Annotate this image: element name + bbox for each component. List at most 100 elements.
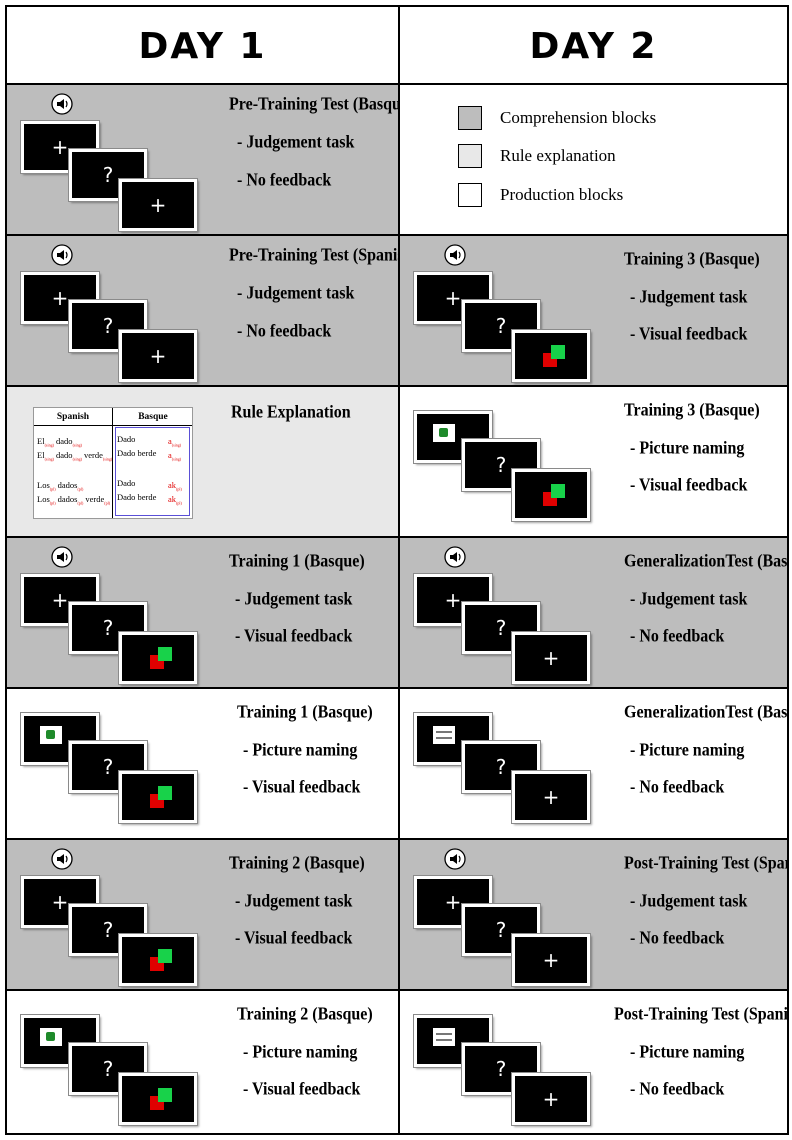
question-screen: ? [69,741,147,793]
spanish-row-3: Los(pl) dados(pl) [37,480,84,492]
fixation-screen: + [512,934,590,986]
task-label: - Picture naming [243,741,358,761]
speaker-icon [51,244,73,266]
legend-swatch [458,183,482,207]
picture-stimulus [433,424,455,442]
legend-label: Rule explanation [500,146,616,165]
fixation-cross: + [51,135,69,159]
fixation-cross: + [444,588,462,612]
panel-title: Pre-Training Test (Basque) [229,95,398,115]
bench-icon [436,1033,452,1041]
fixation-cross: + [149,344,167,368]
fixation-cross: + [51,890,69,914]
col-spanish: Spanish [56,411,90,422]
legend-label: Comprehension blocks [500,108,657,127]
question-mark: ? [102,1057,114,1081]
day1-panel-rule-explanation: Spanish Basque El(sing) dado(sing) El(si… [7,387,398,536]
task-label: - Judgement task [630,288,748,308]
spanish-row-2: El(sing) dado(sing) verde(sing) [37,450,113,462]
picture-screen [414,1015,492,1067]
dice-icon [46,1032,55,1041]
spanish-row-1: El(sing) dado(sing) [37,436,82,448]
speaker-icon [51,848,73,870]
panel-title: Training 3 (Basque) [624,250,760,270]
question-mark: ? [102,163,114,187]
speaker-icon [444,546,466,568]
day2-panel-posttest-judgement: + ? + Post-Training Test (Spanish) - Jud… [400,840,787,989]
basque-row-1: Dado [117,434,136,444]
task-label: - Picture naming [630,439,745,459]
panel-title: Post-Training Test (Spanish) [624,854,787,874]
question-mark: ? [495,616,507,640]
feedback-screen [119,632,197,684]
day2-panel-training3-naming: ? Training 3 (Basque) - Picture naming -… [400,387,787,536]
task-label: - Judgement task [235,590,353,610]
fixation-cross: + [542,646,560,670]
question-mark: ? [102,755,114,779]
task-label: - Picture naming [630,741,745,761]
feedback-label: - Visual feedback [235,627,353,647]
day2-panel-generalization-judgement: + ? + GeneralizationTest (Basque) - Judg… [400,538,787,687]
speaker-icon [444,848,466,870]
panel-title: Post-Training Test (Spanish) [614,1005,787,1025]
day2-panel-posttest-naming: ? + Post-Training Test (Spanish) - Pictu… [400,991,787,1133]
panel-title: Pre-Training Test (Spanish) [229,246,398,266]
rule-table: Spanish Basque El(sing) dado(sing) El(si… [33,407,193,519]
feedback-screen [512,469,590,521]
day2-header: DAY 2 [529,25,658,67]
bench-icon [436,731,452,739]
day2-panel-training3-judgement: + ? Training 3 (Basque) - Judgement task… [400,236,787,385]
feedback-label: - Visual feedback [630,325,748,345]
fixation-screen: + [512,632,590,684]
task-label: - Judgement task [630,590,748,610]
day1-panel-pretest-spanish: + ? + Pre-Training Test (Spanish) - Judg… [7,236,398,385]
picture-stimulus [40,726,62,744]
panel-title: Training 2 (Basque) [237,1005,373,1025]
fixation-cross: + [51,286,69,310]
fixation-cross: + [542,948,560,972]
feedback-screen [119,771,197,823]
task-label: - Judgement task [235,892,353,912]
fixation-screen: + [119,330,197,382]
suffix-row-1: a(sing) [168,436,182,448]
dice-icon [46,730,55,739]
legend-label: Production blocks [500,185,624,204]
col-basque: Basque [138,411,168,422]
picture-stimulus [433,1028,455,1046]
basque-row-2: Dado berde [117,448,157,458]
question-mark: ? [495,1057,507,1081]
task-label: - Judgement task [630,892,748,912]
task-label: - Judgement task [237,284,355,304]
task-label: - Picture naming [630,1043,745,1063]
feedback-label: - No feedback [237,322,332,342]
feedback-label: - Visual feedback [630,476,748,496]
speaker-icon [51,546,73,568]
question-screen: ? [462,300,540,352]
legend-item-rule: Rule explanation [458,144,616,168]
fixation-cross: + [149,193,167,217]
feedback-screen [119,1073,197,1125]
question-mark: ? [102,918,114,942]
feedback-label: - Visual feedback [243,778,361,798]
feedback-screen [512,330,590,382]
fixation-cross: + [542,785,560,809]
legend-swatch [458,106,482,130]
panel-title: Rule Explanation [231,403,351,423]
feedback-label: - Visual feedback [235,929,353,949]
panel-title: Training 3 (Basque) [624,401,760,421]
fixation-cross: + [444,286,462,310]
picture-screen [414,713,492,765]
day1-panel-training1-naming: ? Training 1 (Basque) - Picture naming -… [7,689,398,838]
picture-stimulus [433,726,455,744]
fixation-screen: + [414,876,492,928]
basque-row-4: Dado berde [117,492,157,502]
suffix-row-4: ak(pl) [168,494,182,506]
day2-panel-generalization-naming: ? + GeneralizationTest (Basque) - Pictur… [400,689,787,838]
panel-title: GeneralizationTest (Basque) [624,703,787,723]
feedback-label: - No feedback [630,778,725,798]
speaker-icon [51,93,73,115]
feedback-label: - No feedback [630,627,725,647]
picture-stimulus [40,1028,62,1046]
day1-panel-training2-naming: ? Training 2 (Basque) - Picture naming -… [7,991,398,1133]
question-mark: ? [102,616,114,640]
